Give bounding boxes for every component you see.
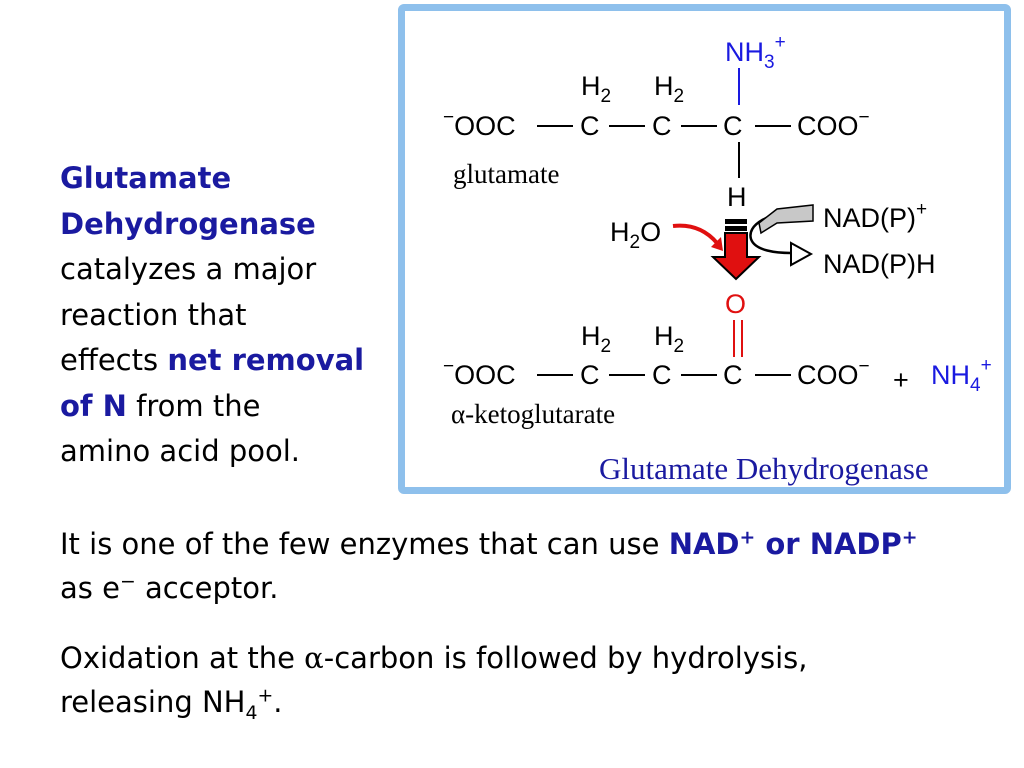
description-text: Glutamate Dehydrogenase catalyzes a majo… — [60, 156, 390, 475]
nh3-group: NH3+ — [725, 32, 786, 73]
alpha-carbon-top: C — [723, 111, 743, 141]
arrow-top-bar-2 — [725, 226, 747, 231]
cofactor-arrow-head — [790, 241, 814, 267]
p1-text-c: as e — [60, 571, 120, 605]
glutamate-label: glutamate — [453, 159, 559, 189]
desc-line7: amino acid pool. — [60, 434, 300, 468]
enzyme-title: Glutamate Dehydrogenase — [599, 451, 929, 486]
of-n-highlight: of N — [60, 388, 127, 423]
net-removal-highlight: net removal — [167, 343, 365, 377]
nadp-plus-label: NAD(P)+ — [823, 199, 927, 233]
carbon-top-1: C — [580, 111, 600, 141]
ch2-label-3: H2 — [581, 321, 611, 357]
nh4-superscript: + — [257, 685, 274, 707]
p2-text-c: releasing NH — [60, 685, 246, 719]
carbon-bottom-1: C — [580, 360, 600, 390]
carbon-top-2: C — [652, 111, 672, 141]
nadph-label: NAD(P)H — [823, 249, 936, 279]
coo-group-top: COO− — [797, 107, 870, 141]
ooc-group-top: −OOC — [443, 107, 516, 141]
oxidation-paragraph: Oxidation at the α-carbon is followed by… — [60, 636, 1010, 724]
p2-text-b: -carbon is followed by hydrolysis, — [323, 641, 808, 675]
desc-line3: catalyzes a major — [60, 252, 317, 286]
desc-line6b: from the — [126, 388, 261, 423]
desc-line4: reaction that — [60, 297, 247, 332]
cofactor-arrow-tail — [758, 204, 814, 235]
ch2-label-2: H2 — [654, 71, 684, 107]
reaction-arrow — [710, 232, 762, 281]
desc-line5a: effects — [60, 343, 168, 377]
alpha-hydrogen: H — [727, 182, 747, 212]
water-arrow-curve — [672, 223, 719, 245]
nh4-subscript: 4 — [245, 702, 258, 724]
ch2-label-1: H2 — [581, 71, 611, 107]
p1-text-d: acceptor. — [135, 571, 279, 605]
ammonium-product: NH4+ — [931, 355, 992, 396]
water-arrow-head — [711, 237, 723, 251]
plus-sign: + — [893, 365, 909, 395]
arrow-top-bar-1 — [725, 219, 747, 224]
ch2-label-4: H2 — [654, 321, 684, 357]
p2-text-a: Oxidation at the — [60, 641, 305, 675]
electron-charge: − — [119, 571, 136, 593]
ooc-group-bottom: −OOC — [443, 356, 516, 390]
coo-group-bottom: COO− — [797, 356, 870, 390]
alpha-ketoglutarate-label: α-ketoglutarate — [451, 399, 615, 429]
nad-highlight: NAD+ or NADP+ — [668, 527, 918, 561]
p2-text-d: . — [273, 685, 283, 719]
alpha-carbon-bottom: C — [723, 360, 743, 390]
p1-text-a: It is one of the few enzymes that can us… — [60, 527, 669, 561]
enzyme-name-line1: Glutamate — [60, 161, 232, 195]
water-label: H2O — [610, 217, 661, 253]
reaction-diagram: NH3+ H2 H2 −OOC C C C COO− H glutamate H… — [443, 32, 992, 486]
reaction-panel: NH3+ H2 H2 −OOC C C C COO− H glutamate H… — [398, 4, 1011, 494]
enzyme-name-line2: Dehydrogenase — [60, 206, 316, 241]
cofactor-paragraph: It is one of the few enzymes that can us… — [60, 522, 1010, 610]
carbonyl-oxygen: O — [725, 289, 746, 319]
carbon-bottom-2: C — [652, 360, 672, 390]
alpha-symbol: α — [304, 641, 324, 675]
